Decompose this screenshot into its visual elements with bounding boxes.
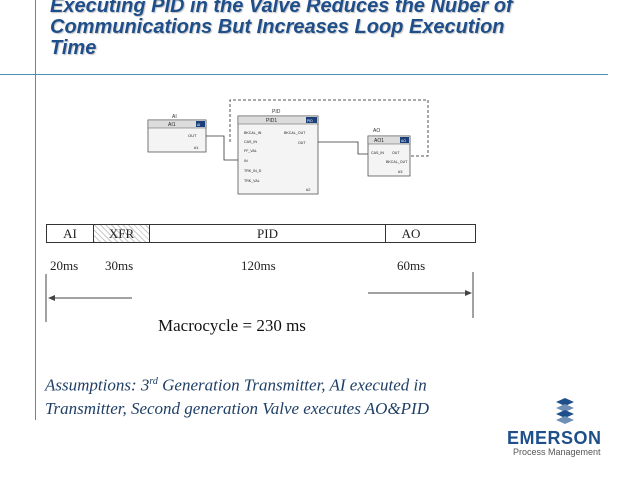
emerson-logo: EMERSON Process Management	[505, 396, 625, 458]
time-xfr: 30ms	[105, 258, 134, 273]
pid-output-1: BKCAL_OUT	[284, 131, 306, 135]
pid-num: #2	[306, 187, 311, 192]
assumptions-sup: rd	[149, 376, 158, 387]
left-arrow-head	[48, 295, 55, 301]
time-pid: 120ms	[241, 258, 276, 273]
ai-mode-icon: AI	[197, 123, 200, 127]
ao-num: #3	[398, 169, 403, 174]
pid-input-3: FF_VAL	[244, 149, 257, 153]
macrocycle-label: Macrocycle = 230 ms	[158, 316, 306, 335]
assumptions-prefix: Assumptions: 3	[45, 375, 150, 395]
emerson-subtitle: Process Management	[513, 447, 601, 457]
segment-ai: AI	[47, 225, 94, 242]
pid-name: PID1	[266, 118, 277, 124]
vertical-rule	[35, 0, 36, 420]
macrocycle-arrows	[45, 272, 474, 322]
pid-tag: PID	[272, 109, 281, 115]
ai-out-label: OUT	[188, 133, 197, 138]
pid-input-5: TRK_IN_D	[244, 169, 262, 173]
ai-to-pid-link	[206, 135, 240, 161]
pid-input-1: BKCAL_IN	[244, 131, 262, 135]
pid-mode-icon: PID	[307, 119, 313, 123]
assumptions-text: Assumptions: 3rd Generation Transmitter,…	[45, 370, 565, 420]
pid-input-4: IN	[244, 159, 248, 163]
pid-input-2: CAS_IN	[244, 140, 257, 144]
emerson-wordmark: EMERSON	[507, 428, 602, 448]
segment-ao: AO	[401, 226, 421, 241]
ao-tag: AO	[373, 128, 380, 134]
pid-to-ao-link	[318, 141, 368, 155]
feedback-dashed-line	[229, 99, 429, 157]
ao-input-1: CAS_IN	[371, 151, 384, 155]
time-ai: 20ms	[50, 258, 79, 273]
assumptions-rest: Generation Transmitter, AI executed in	[157, 375, 427, 395]
assumptions-line-2: Transmitter, Second generation Valve exe…	[45, 398, 429, 418]
ao-mode-icon: AO	[401, 139, 406, 143]
pid-input-6: TRK_VAL	[244, 179, 260, 183]
title-line-1: Executing PID in the Valve Reduces the N…	[50, 0, 513, 17]
horizontal-rule	[0, 74, 608, 75]
execution-timeline: AI XFR PID AO	[46, 224, 476, 243]
title-line-3: Time	[50, 37, 97, 59]
right-arrow-head	[465, 290, 472, 296]
pid-output-2: OUT	[298, 141, 306, 145]
time-ao: 60ms	[397, 258, 426, 273]
ao-name: AO1	[374, 138, 384, 144]
ao-output-1: OUT	[392, 151, 400, 155]
emerson-mark-icon	[556, 398, 574, 424]
function-block-diagram: AI AI1 AI OUT #1 PID PID1 PID BKCAL_IN C…	[147, 99, 429, 195]
ai-num: #1	[194, 145, 199, 150]
ao-output-2: BKCAL_OUT	[386, 160, 408, 164]
segment-pid: PID	[150, 225, 386, 242]
ai-name: AI1	[168, 122, 176, 128]
title-line-2: Communications But Increases Loop Execut…	[50, 16, 505, 38]
segment-xfr: XFR	[94, 225, 150, 242]
slide-title: Executing PID in the Valve Reduces the N…	[50, 0, 610, 59]
ai-tag: AI	[172, 114, 177, 120]
